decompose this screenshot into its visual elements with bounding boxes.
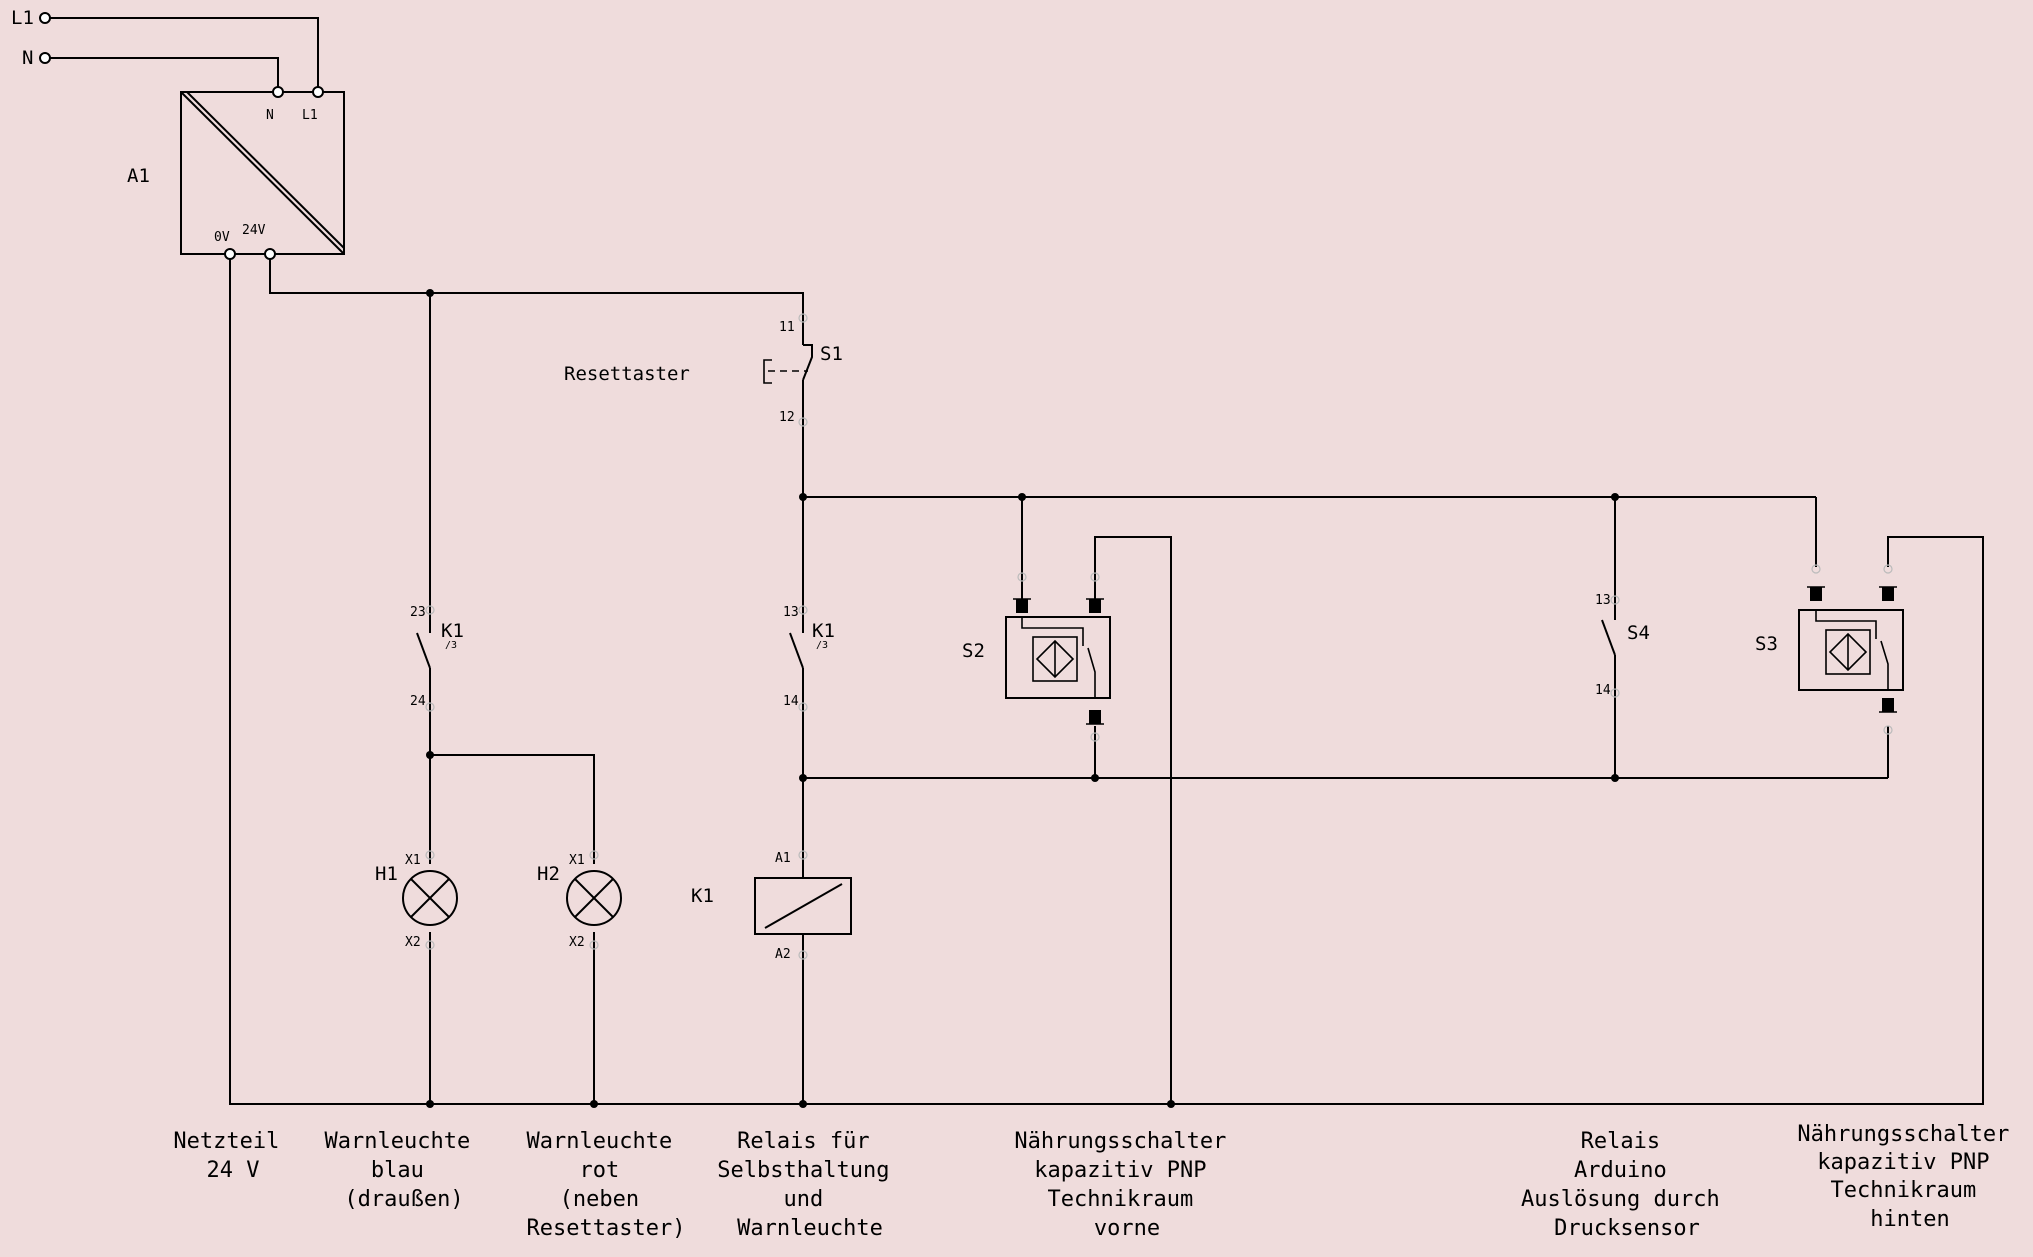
k1b-sub: /3 bbox=[816, 640, 828, 651]
sensor-s2: S2 bbox=[962, 572, 1111, 742]
k1a-pin-bottom: 24 bbox=[410, 694, 426, 709]
s1-pin-top: 11 bbox=[779, 320, 795, 335]
h2-pin-bottom: X2 bbox=[569, 935, 585, 950]
k1b-pin-top: 13 bbox=[783, 605, 799, 620]
k1a-pin-top: 23 bbox=[410, 605, 426, 620]
caption-netzteil: Netzteil 24 V bbox=[173, 1129, 292, 1183]
contact-k1-23-24: 23 24 K1 /3 bbox=[410, 605, 464, 712]
caption-relais-selbsthaltung: Relais für Selbsthaltung und Warnleuchte bbox=[717, 1129, 902, 1241]
h1-pin-bottom: X2 bbox=[405, 935, 421, 950]
contact-k1-13-14: 13 14 K1 /3 bbox=[783, 605, 835, 712]
k1-coil-pin-top: A1 bbox=[775, 851, 791, 866]
caption-relais-arduino: Relais Arduino Auslösung durch Drucksens… bbox=[1521, 1129, 1733, 1241]
psu-pin-l1: L1 bbox=[302, 108, 318, 123]
s1-label: Resettaster bbox=[564, 363, 690, 385]
switch-s1: 11 12 S1 Resettaster bbox=[564, 313, 843, 427]
supply-lines: L1 N bbox=[11, 7, 319, 92]
psu-pin-n: N bbox=[266, 108, 274, 123]
s1-ref: S1 bbox=[820, 343, 843, 365]
s4-ref: S4 bbox=[1627, 622, 1650, 644]
switch-s4: 13 14 S4 bbox=[1595, 593, 1650, 698]
k1a-sub: /3 bbox=[445, 640, 457, 651]
psu-ref: A1 bbox=[127, 165, 150, 187]
k1b-ref: K1 bbox=[812, 620, 835, 642]
h2-pin-top: X1 bbox=[569, 853, 585, 868]
caption-sensor-vorne: Nährungsschalter kapazitiv PNP Technikra… bbox=[1014, 1129, 1239, 1241]
supply-l1-label: L1 bbox=[11, 7, 34, 29]
caption-sensor-hinten: Nährungsschalter kapazitiv PNP Technikra… bbox=[1797, 1122, 2022, 1232]
h1-pin-top: X1 bbox=[405, 853, 421, 868]
caption-warnleuchte-blau: Warnleuchte blau (draußen) bbox=[325, 1129, 484, 1212]
wiring bbox=[229, 259, 1984, 1108]
k1-coil-pin-bottom: A2 bbox=[775, 947, 791, 962]
h1-ref: H1 bbox=[375, 863, 398, 885]
k1a-ref: K1 bbox=[441, 620, 464, 642]
caption-warnleuchte-rot: Warnleuchte rot (neben Resettaster) bbox=[527, 1129, 686, 1241]
psu-pin-24v: 24V bbox=[242, 223, 266, 238]
s4-pin-bottom: 14 bbox=[1595, 683, 1611, 698]
power-supply-a1: A1 N L1 0V 24V bbox=[127, 86, 345, 260]
psu-pin-0v: 0V bbox=[214, 230, 230, 245]
s1-pin-bottom: 12 bbox=[779, 410, 795, 425]
relay-coil-k1: K1 A1 A2 bbox=[691, 850, 852, 962]
captions: Netzteil 24 V Warnleuchte blau (draußen)… bbox=[173, 1122, 2022, 1241]
lamp-h2: H2 X1 X2 bbox=[537, 850, 622, 950]
s4-pin-top: 13 bbox=[1595, 593, 1611, 608]
s3-ref: S3 bbox=[1755, 633, 1778, 655]
supply-n-label: N bbox=[22, 47, 33, 69]
sensor-s3: S3 bbox=[1755, 564, 1904, 735]
h2-ref: H2 bbox=[537, 863, 560, 885]
k1-coil-ref: K1 bbox=[691, 885, 714, 907]
k1b-pin-bottom: 14 bbox=[783, 694, 799, 709]
lamp-h1: H1 X1 X2 bbox=[375, 850, 458, 950]
s2-ref: S2 bbox=[962, 640, 985, 662]
